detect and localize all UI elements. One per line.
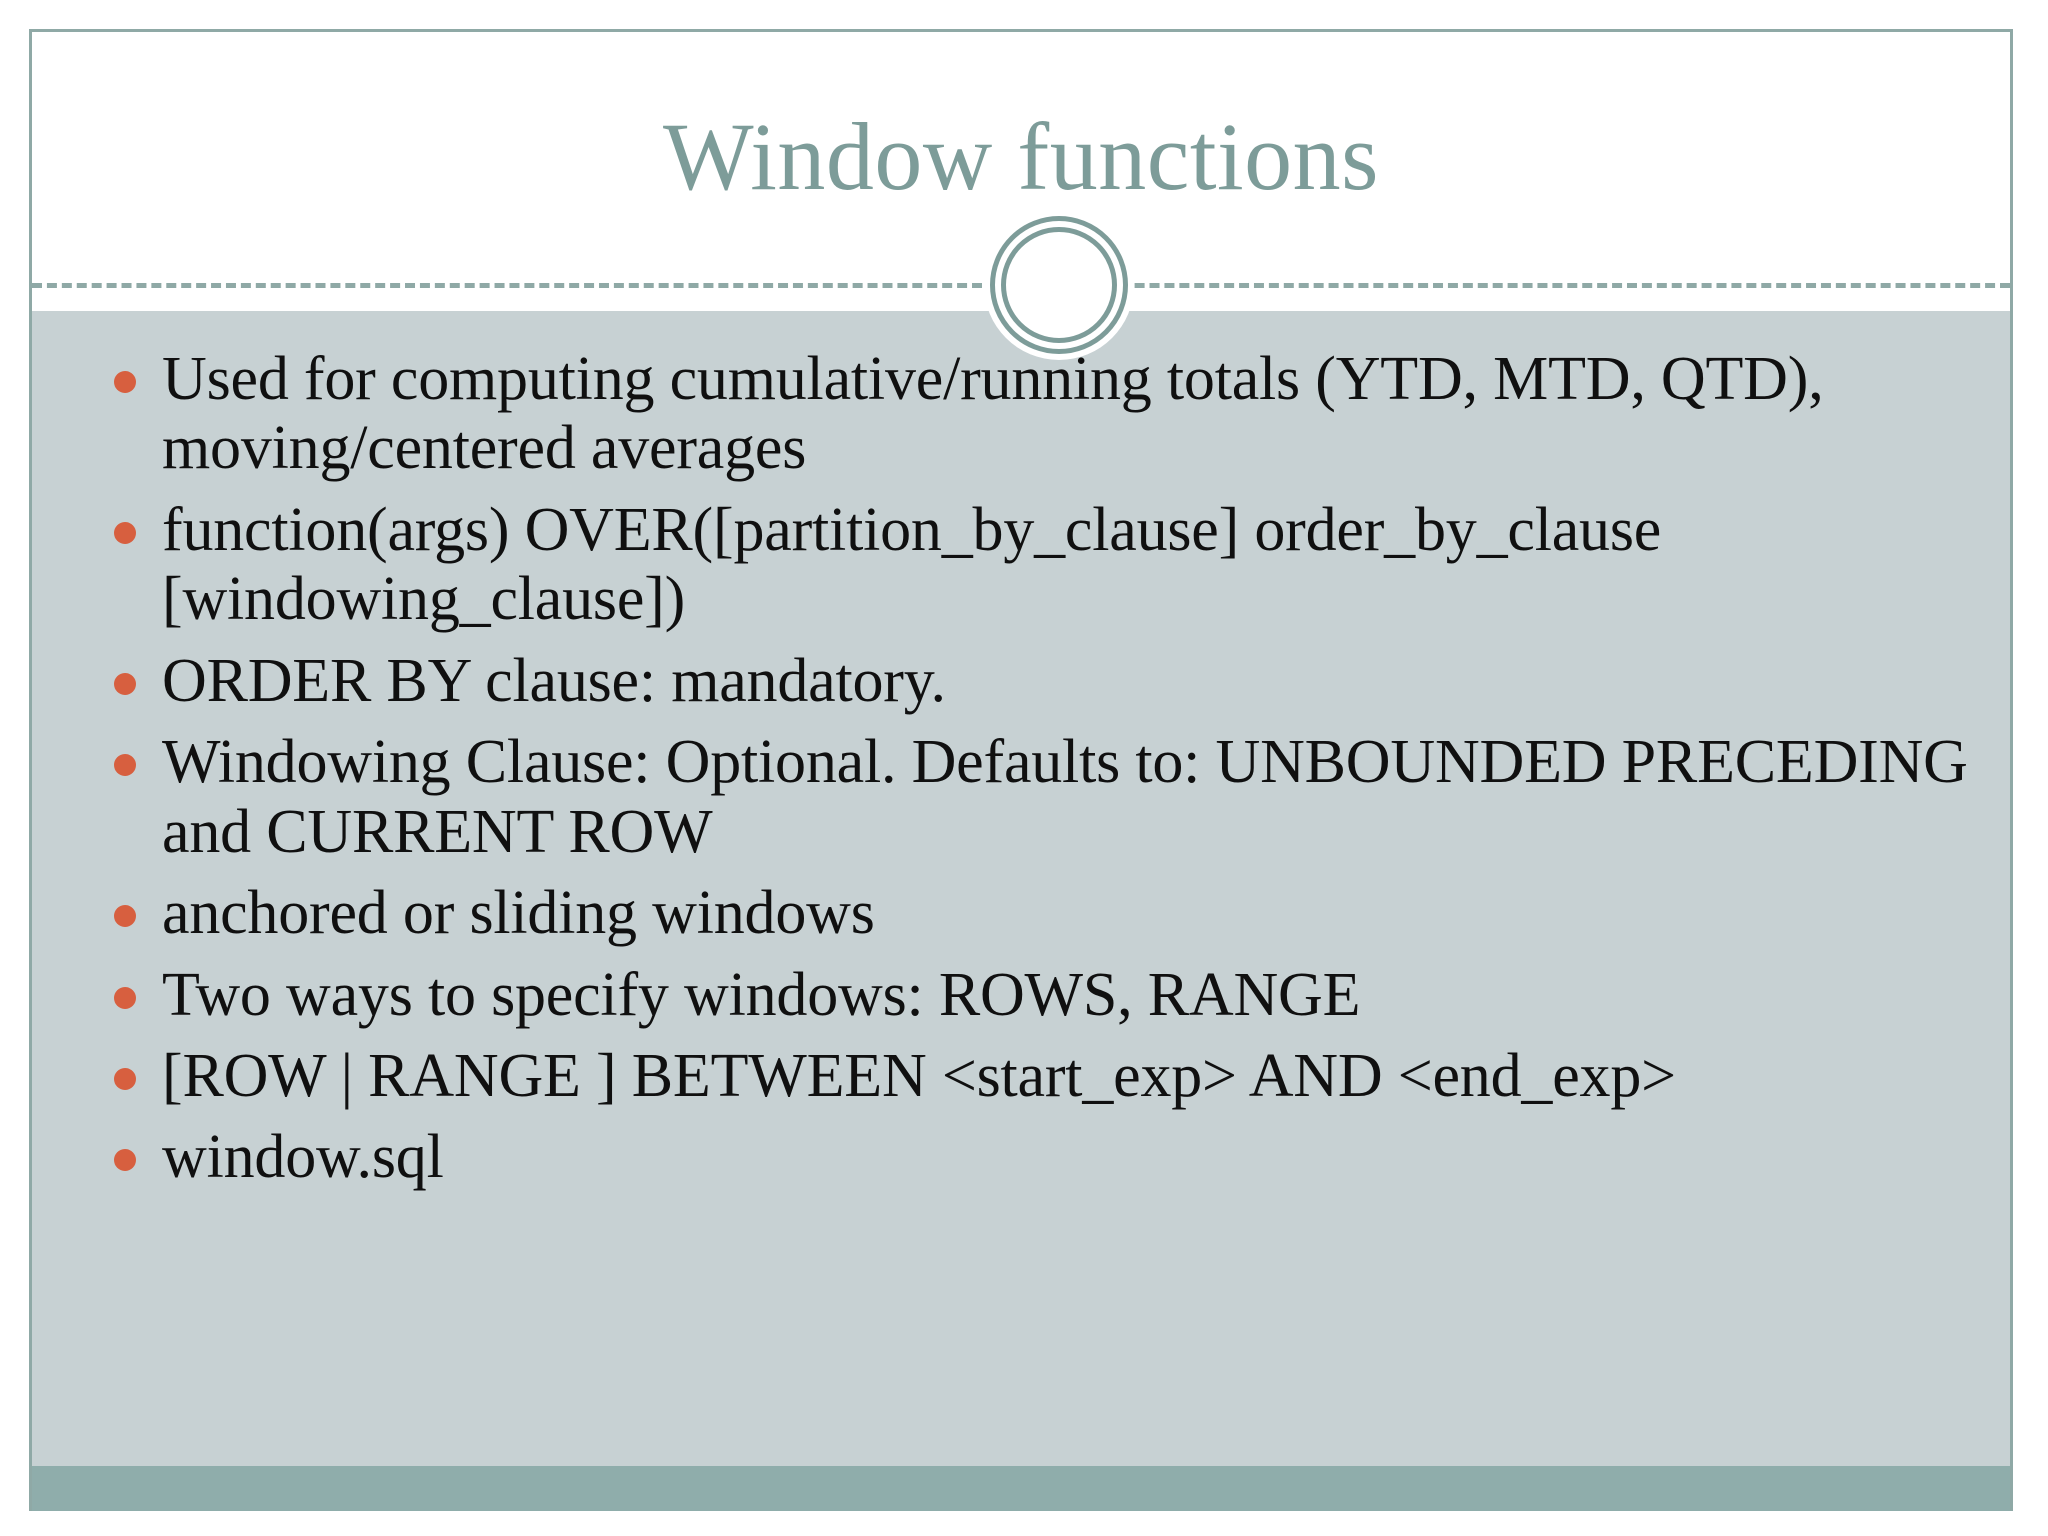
list-item-text: window.sql bbox=[162, 1123, 444, 1192]
list-item: Two ways to specify windows: ROWS, RANGE bbox=[84, 961, 1984, 1030]
bullet-dot-icon bbox=[114, 521, 136, 544]
list-item: anchored or sliding windows bbox=[84, 879, 1984, 948]
list-item: function(args) OVER([partition_by_clause… bbox=[84, 496, 1984, 635]
divider-dashed-line-left bbox=[32, 283, 982, 288]
list-item: window.sql bbox=[84, 1123, 1984, 1192]
list-item-text: [ROW | RANGE ] BETWEEN <start_exp> AND <… bbox=[162, 1041, 1676, 1110]
page-title: Window functions bbox=[662, 102, 1380, 210]
list-item: Used for computing cumulative/running to… bbox=[84, 345, 1984, 484]
bullet-list: Used for computing cumulative/running to… bbox=[84, 345, 1984, 1205]
list-item: ORDER BY clause: mandatory. bbox=[84, 647, 1984, 716]
bullet-dot-icon bbox=[114, 1067, 136, 1090]
list-item: Windowing Clause: Optional. Defaults to:… bbox=[84, 728, 1984, 867]
bullet-dot-icon bbox=[114, 1149, 136, 1172]
list-item-text: Two ways to specify windows: ROWS, RANGE bbox=[162, 960, 1361, 1029]
title-divider bbox=[32, 210, 2010, 360]
bullet-dot-icon bbox=[114, 986, 136, 1009]
bullet-dot-icon bbox=[114, 371, 136, 393]
list-item-text: function(args) OVER([partition_by_clause… bbox=[162, 495, 1662, 634]
slide-content-panel: Used for computing cumulative/running to… bbox=[32, 311, 2010, 1466]
bullet-dot-icon bbox=[114, 905, 136, 928]
double-ring-circle-icon bbox=[984, 210, 1134, 360]
slide-footer-bar bbox=[32, 1466, 2010, 1511]
list-item-text: anchored or sliding windows bbox=[162, 879, 875, 948]
bullet-dot-icon bbox=[114, 672, 136, 695]
circle-inner-ring-icon bbox=[1001, 227, 1117, 343]
list-item: [ROW | RANGE ] BETWEEN <start_exp> AND <… bbox=[84, 1042, 1984, 1111]
list-item-text: Used for computing cumulative/running to… bbox=[162, 345, 1824, 483]
list-item-text: ORDER BY clause: mandatory. bbox=[162, 646, 946, 715]
slide-title-area: Window functions bbox=[32, 32, 2010, 282]
bullet-dot-icon bbox=[114, 754, 136, 777]
divider-dashed-line-right bbox=[1060, 283, 2010, 288]
circle-outer-ring-icon bbox=[990, 216, 1128, 354]
list-item-text: Windowing Clause: Optional. Defaults to:… bbox=[162, 728, 1968, 866]
